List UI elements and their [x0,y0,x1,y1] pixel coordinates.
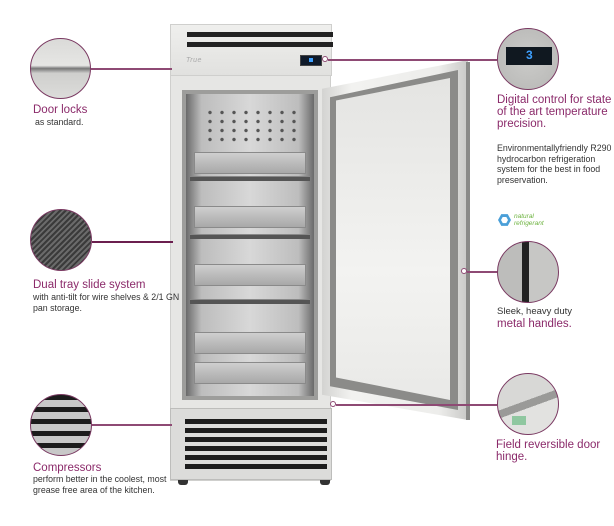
hinge-leader-line [336,404,497,406]
door-locks-desc: as standard. [35,117,84,127]
wire-shelf [190,176,310,181]
wire-shelf [190,234,310,239]
door-lock-leader-line [91,68,172,70]
natural-refrigerant-badge: natural refrigerant [498,213,544,227]
digital-control-desc: Environmentallyfriendly R290 hydrocarbon… [497,143,612,185]
digital-control-leader-line [328,59,497,61]
grille-slot [185,437,327,442]
hexagon-icon [498,214,511,226]
badge-line2: refrigerant [514,220,544,227]
hinge-anchor-dot [330,401,336,407]
handle-title: metal handles. [497,318,572,330]
door-locks-title: Door locks [33,104,88,116]
hinge-label-sticker [512,416,526,425]
fridge-foot [178,480,188,485]
grille-slot [185,464,327,469]
door-lock-detail-circle [30,38,91,99]
hinge-detail-circle [497,373,559,435]
gn-pan-tray [194,264,306,286]
grille-slot [185,446,327,451]
digital-display [300,55,322,66]
door-inner-panel [336,78,450,400]
handle-detail-circle [497,241,559,303]
compressors-title: Compressors [33,462,102,474]
grille-slot [185,455,327,460]
badge-line1: natural [514,213,534,220]
top-vent-slot [187,32,333,37]
fridge-foot [320,480,330,485]
hinge-title: Field reversible door hinge. [496,439,601,463]
grille-slot [185,419,327,424]
digital-control-detail-circle: 3 [497,28,559,90]
compressor-detail-circle [30,394,92,456]
dual-tray-title: Dual tray slide system [33,279,146,291]
handle-title-prefix: Sleek, heavy duty [497,306,572,317]
grille-slot [185,428,327,433]
brand-logo: True [186,57,202,64]
fridge-interior [182,90,318,400]
dual-tray-detail-circle [30,209,92,271]
top-vent-slot [187,42,333,47]
handle-leader-line [467,271,498,273]
gn-pan-tray [194,362,306,384]
door-handle [466,62,470,420]
back-panel-vents [204,108,300,142]
digital-control-title: Digital control for state of the art tem… [497,94,612,130]
compressors-desc: perform better in the coolest, most grea… [33,474,167,495]
gn-pan-tray [194,152,306,174]
dual-tray-leader-line [92,241,173,243]
wire-shelf [190,299,310,304]
top-panel [170,24,333,76]
gn-pan-tray [194,206,306,228]
display-closeup: 3 [506,47,552,65]
display-anchor-dot [322,56,328,62]
compressor-grille [170,408,332,480]
display-digit: 3 [526,48,533,62]
dual-tray-desc: with anti-tilt for wire shelves & 2/1 GN… [33,292,180,313]
handle-anchor-dot [461,268,467,274]
gn-pan-tray [194,332,306,354]
compressor-leader-line [92,424,172,426]
